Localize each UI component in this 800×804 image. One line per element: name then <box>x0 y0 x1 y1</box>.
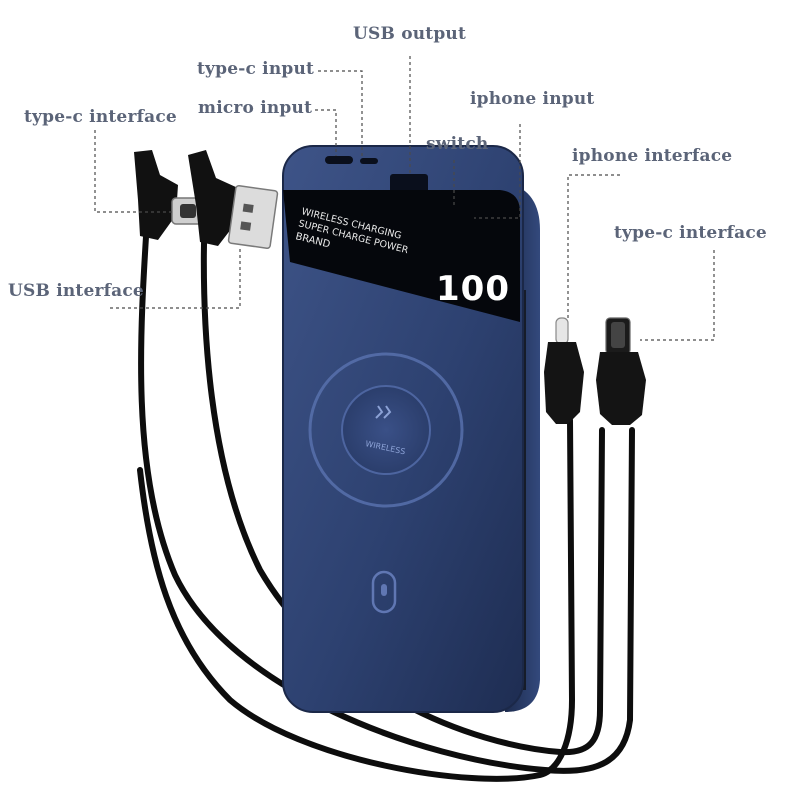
label-usb-interface: USB interface <box>8 281 144 301</box>
label-iphone-interface: iphone interface <box>572 146 733 166</box>
leader-lines <box>94 56 715 341</box>
power-bank-body: WIRELESS CHARGING SUPER CHARGE POWER BRA… <box>282 145 540 713</box>
lightning-cable <box>137 417 576 782</box>
battery-percentage-display: 100 <box>436 269 510 309</box>
left-connectors <box>134 150 279 250</box>
label-usb-output: USB output <box>353 24 467 44</box>
wireless-charging-ring <box>308 352 464 508</box>
label-switch: switch <box>426 134 489 154</box>
wireless-pad <box>341 385 431 475</box>
oval-logo-icon <box>371 570 397 614</box>
label-typec-interface-right: type-c interface <box>614 223 767 243</box>
label-micro-input: micro input <box>198 98 313 118</box>
label-typec-interface-left: type-c interface <box>24 107 177 127</box>
lightning-bolt-icon <box>375 405 392 419</box>
right-connectors <box>544 317 646 425</box>
label-typec-input: type-c input <box>197 59 315 79</box>
typec-cable-left <box>138 202 635 774</box>
label-iphone-input: iphone input <box>470 89 595 109</box>
